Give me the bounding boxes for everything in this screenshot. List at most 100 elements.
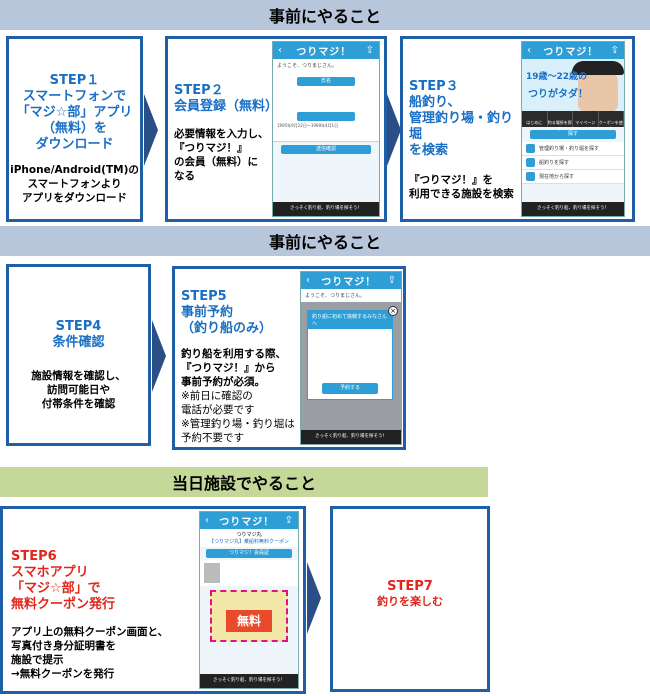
app-logo: つりマジ！	[296, 47, 352, 58]
hat-image	[572, 61, 624, 75]
step4-text: STEP4 条件確認 施設情報を確認し、 訪問可能日や 付帯条件を確認	[9, 267, 148, 411]
share-icon: ⇪	[365, 45, 374, 56]
hero-banner: 19歳〜22歳の つりがタダ！	[522, 59, 624, 111]
step6-title-line: 無料クーポン発行	[11, 597, 116, 612]
app-header: ‹ つりマジ！ ⇪	[273, 42, 379, 59]
step3-card: STEP３ 船釣り、 管理釣り場・釣り堀 を検索 『つりマジ！』を 利用できる施…	[400, 36, 635, 222]
tab-search: 釣る場所を探す	[548, 111, 573, 131]
step6-card: STEP6 スマホアプリ 「マジ☆部」で 無料クーポン発行 アプリ上の無料クーポ…	[0, 506, 306, 694]
phone-screenshot-search: ‹ つりマジ！ ⇪ 19歳〜22歳の つりがタダ！ はじめに 釣る場所を探す マ…	[521, 41, 625, 217]
step5-desc-line: 予約不要です	[181, 432, 244, 444]
app-logo: つりマジ！	[321, 277, 377, 288]
step1-title-line: 「マジ☆部」アプリ	[16, 105, 133, 120]
step5-text: STEP5 事前予約 （釣り船のみ） 釣り船を利用する際、 『つりマジ！』から …	[181, 289, 301, 445]
banner-label: 事前にやること	[268, 7, 381, 26]
reserve-modal: 釣り船に初めて挑戦するみなさんへ 予約する	[307, 310, 393, 400]
app-footer: さっそく釣り船、釣り場を探そう！	[273, 202, 379, 216]
step1-title-line: スマートフォンで	[22, 89, 127, 104]
step1-card: STEP１ スマートフォンで 「マジ☆部」アプリ （無料）を ダウンロード iP…	[6, 36, 143, 222]
step5-desc-line: ※前日に確認の	[181, 390, 253, 402]
step3-label: STEP３	[409, 79, 459, 94]
search-row-label: 現在地から探す	[539, 174, 575, 180]
search-button: 探す	[530, 130, 616, 139]
step1-label: STEP１	[49, 73, 100, 88]
step5-title-line: （釣り船のみ）	[181, 321, 273, 336]
step2-desc-line: なる	[174, 170, 195, 182]
arrow-right-icon	[387, 94, 401, 166]
form-field: 氏名	[297, 77, 355, 86]
member-photo	[204, 563, 220, 583]
app-tabs: はじめに 釣る場所を探す マイページ クーポンを使う	[522, 111, 624, 131]
step6-text: STEP6 スマホアプリ 「マジ☆部」で 無料クーポン発行 アプリ上の無料クーポ…	[11, 549, 191, 681]
coupon-shop-name: つりマジ丸	[236, 532, 262, 538]
welcome-text: ようこそ、つりまじさん。	[273, 59, 379, 72]
modal-title: 釣り船に初めて挑戦するみなさんへ	[308, 311, 392, 329]
step7-label: STEP7	[387, 579, 433, 594]
search-row: 管理釣り場・釣り堀を探す	[522, 142, 624, 156]
step1-desc: iPhone/Android(TM)の スマートフォンより アプリをダウンロード	[9, 163, 140, 205]
step3-title-line: を検索	[409, 143, 449, 158]
step1-title-line: （無料）を	[41, 121, 107, 136]
form-field	[297, 112, 355, 121]
step5-label: STEP5	[181, 289, 227, 304]
modal-body	[308, 329, 392, 379]
share-icon: ⇪	[610, 45, 619, 56]
form-value: 1995年9月22日〜1998年4月1日	[277, 123, 339, 128]
step2-desc-line: 必要情報を入力し、	[174, 128, 269, 140]
step5-desc-line: 事前予約が必須。	[181, 376, 265, 388]
share-icon: ⇪	[284, 515, 293, 526]
step5-desc-line: 電話が必要です	[181, 404, 255, 416]
register-form: 氏名 1995年9月22日〜1998年4月1日	[273, 72, 379, 142]
step4-card: STEP4 条件確認 施設情報を確認し、 訪問可能日や 付帯条件を確認	[6, 264, 151, 446]
step5-desc-line: ※管理釣り場・釣り堀は	[181, 418, 295, 430]
step1-title: STEP１ スマートフォンで 「マジ☆部」アプリ （無料）を ダウンロード	[9, 39, 140, 153]
step3-text: STEP３ 船釣り、 管理釣り場・釣り堀 を検索 『つりマジ！』を 利用できる施…	[409, 79, 524, 201]
step3-desc-line: 『つりマジ！』を	[409, 174, 493, 186]
step5-desc-line: 釣り船を利用する際、	[181, 348, 286, 360]
step4-label: STEP4	[55, 319, 102, 334]
app-footer: さっそく釣り船、釣り場を探そう！	[301, 430, 401, 444]
back-icon: ‹	[306, 275, 310, 286]
reserve-button: 予約する	[322, 383, 378, 394]
step3-title-line: 管理釣り場・釣り堀	[409, 111, 514, 142]
coupon-free-label: 無料	[226, 610, 272, 632]
app-footer: さっそく釣り船、釣り場を探そう！	[522, 202, 624, 216]
step7-text: STEP7 釣りを楽しむ	[333, 509, 487, 609]
tab-intro: はじめに	[522, 111, 548, 127]
step3-title-line: 船釣り、	[409, 95, 461, 110]
step1-desc-line: iPhone/Android(TM)の	[10, 164, 139, 176]
search-row-label: 管理釣り場・釣り堀を探す	[539, 146, 600, 152]
banner-label: 事前にやること	[268, 233, 381, 252]
fishing-icon	[526, 144, 535, 153]
step7-subtitle: 釣りを楽しむ	[377, 595, 443, 608]
back-icon: ‹	[278, 45, 282, 56]
banner-label: 当日施設でやること	[171, 474, 316, 493]
step7-card: STEP7 釣りを楽しむ	[330, 506, 490, 692]
step4-desc-line: 施設情報を確認し、	[31, 370, 126, 382]
submit-button: 送信確認	[281, 145, 371, 154]
step6-label: STEP6	[11, 549, 57, 564]
step2-text: STEP２ 会員登録（無料） 必要情報を入力し、 『つりマジ！』 の会員（無料）…	[174, 83, 278, 183]
step3-desc-line: 利用できる施設を検索	[409, 188, 514, 200]
arrow-right-icon	[152, 320, 166, 392]
app-header: ‹ つりマジ！ ⇪	[301, 272, 401, 289]
app-footer: さっそく釣り船、釣り場を探そう！	[200, 674, 298, 688]
member-info	[200, 560, 298, 586]
step6-desc-line: 写真付き身分証明書を	[11, 640, 116, 652]
arrow-right-icon	[307, 562, 321, 634]
step4-title-line: 条件確認	[52, 335, 105, 350]
step2-label: STEP２	[174, 83, 224, 98]
search-row: 現在地から探す	[522, 170, 624, 184]
app-header: ‹ つりマジ！ ⇪	[200, 512, 298, 529]
app-logo: つりマジ！	[543, 47, 599, 58]
tab-mypage: マイページ	[573, 111, 599, 127]
phone-screenshot-reserve: ‹ つりマジ！ ⇪ ようこそ、つりまじさん。 釣り船に初めて挑戦するみなさんへ …	[300, 271, 402, 445]
step4-desc-line: 付帯条件を確認	[41, 398, 116, 410]
step5-desc-line: 『つりマジ！』から	[181, 362, 276, 374]
step2-desc-line: の会員（無料）に	[174, 156, 258, 168]
step5-title-line: 事前予約	[181, 305, 234, 320]
step1-title-line: ダウンロード	[35, 137, 114, 152]
search-row: 船釣りを探す	[522, 156, 624, 170]
welcome-text: ようこそ、つりまじさん。	[301, 289, 401, 302]
boat-icon	[526, 158, 535, 167]
